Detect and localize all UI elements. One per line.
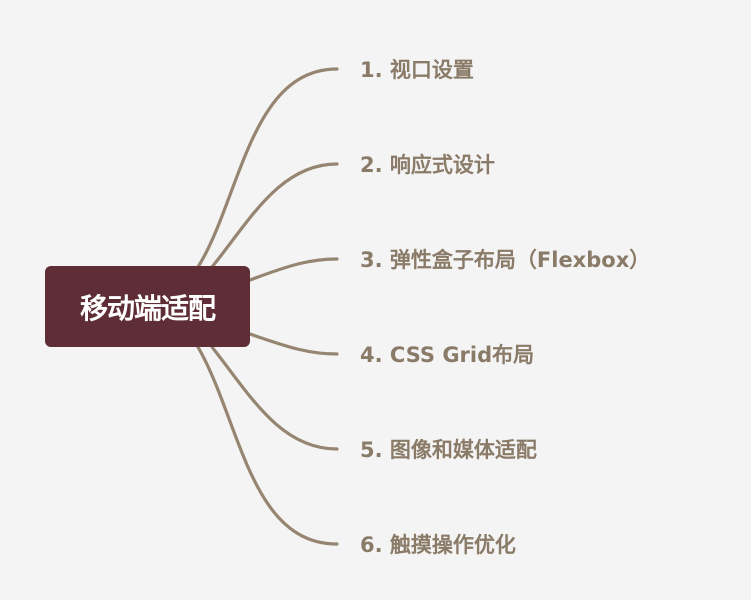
branch-node-5[interactable]: 5. 图像和媒体适配 — [360, 438, 537, 462]
branch-connector-1 — [196, 67, 339, 269]
branch-connector-5 — [210, 345, 339, 451]
branch-connector-4 — [248, 332, 339, 356]
branch-connector-6 — [196, 345, 339, 546]
branch-node-1[interactable]: 1. 视口设置 — [360, 58, 474, 82]
branch-connector-2 — [210, 162, 339, 269]
root-node-label: 移动端适配 — [79, 291, 216, 325]
branch-node-4[interactable]: 4. CSS Grid布局 — [360, 343, 535, 367]
branch-node-2[interactable]: 2. 响应式设计 — [360, 153, 495, 177]
branch-node-3[interactable]: 3. 弹性盒子布局（Flexbox） — [360, 248, 651, 272]
branch-connector-3 — [248, 257, 339, 282]
branch-node-6[interactable]: 6. 触摸操作优化 — [360, 533, 516, 557]
root-node[interactable]: 移动端适配 — [45, 266, 250, 347]
